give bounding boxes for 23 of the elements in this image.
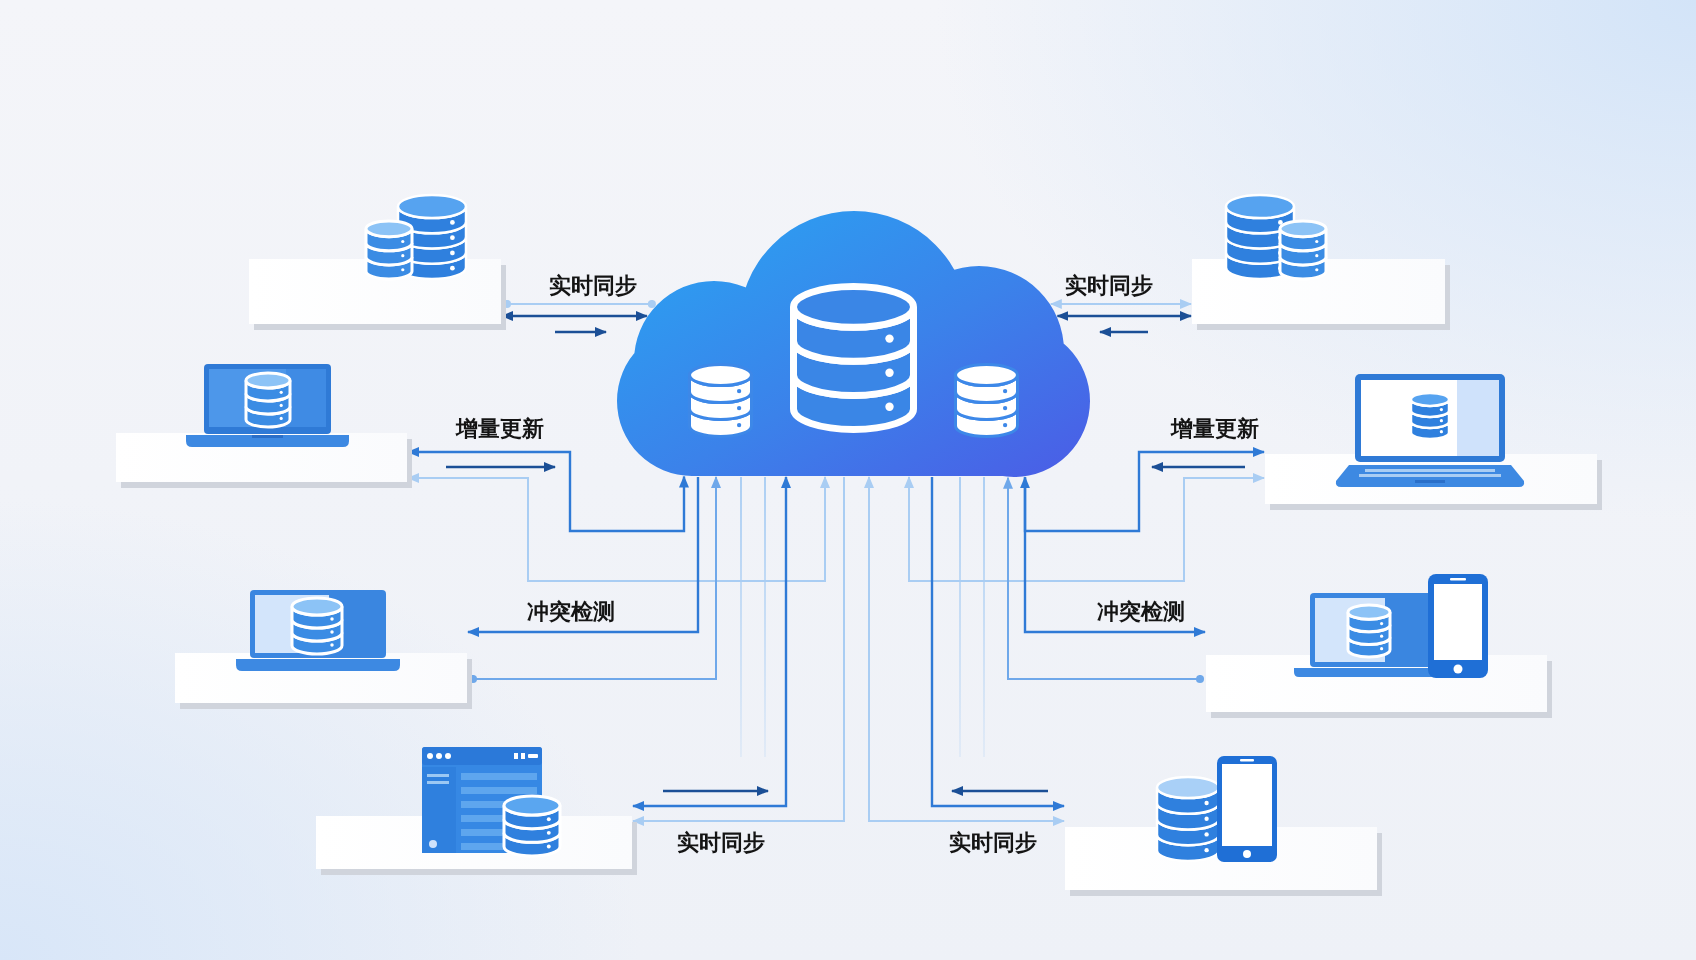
edge-label: 实时同步: [1065, 273, 1153, 299]
fading-line: [983, 476, 985, 758]
double-arrow: [904, 473, 1265, 582]
edge-label: 增量更新: [1171, 416, 1259, 442]
double-arrow: [1056, 311, 1192, 321]
edge-label: 冲突检测: [527, 599, 615, 625]
edge-label: 实时同步: [549, 273, 637, 299]
double-arrow: [1049, 299, 1192, 309]
double-arrow: [632, 476, 791, 811]
double-arrow: [864, 476, 1065, 826]
edge-label: 实时同步: [949, 830, 1037, 856]
edge-label: 增量更新: [456, 416, 544, 442]
arrow: [632, 476, 845, 826]
arrow: [1003, 476, 1205, 684]
arrow: [930, 477, 1065, 811]
fading-line: [764, 476, 766, 758]
fading-line: [959, 476, 961, 758]
double-arrow: [1020, 447, 1265, 533]
arrow: [1023, 477, 1206, 637]
arrow: [467, 477, 700, 637]
edge-label: 实时同步: [677, 830, 765, 856]
edge-label: 冲突检测: [1097, 599, 1185, 625]
fading-line: [740, 476, 742, 758]
